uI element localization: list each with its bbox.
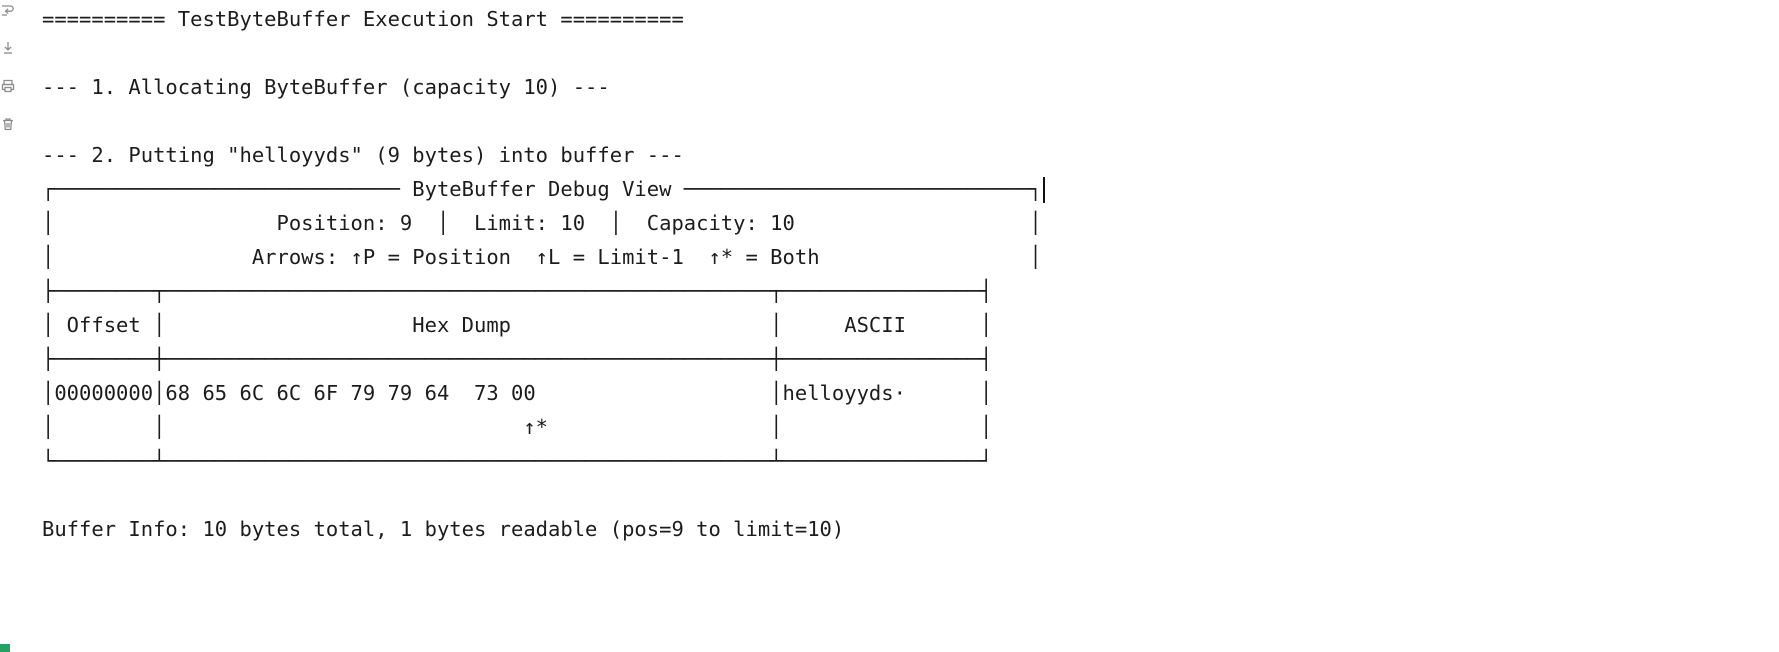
- print-button[interactable]: [0, 78, 16, 94]
- scroll-to-end-button[interactable]: [0, 40, 16, 56]
- scroll-to-end-icon: [0, 40, 16, 56]
- soft-wrap-icon: [0, 2, 16, 18]
- trash-icon: [0, 116, 16, 132]
- soft-wrap-button[interactable]: [0, 2, 16, 18]
- console-toolbar: [0, 2, 20, 132]
- print-icon: [0, 78, 16, 94]
- bottom-left-indicator: [0, 644, 10, 652]
- console-output[interactable]: ========== TestByteBuffer Execution Star…: [42, 7, 1042, 541]
- clear-all-button[interactable]: [0, 116, 16, 132]
- text-cursor: [1043, 177, 1045, 203]
